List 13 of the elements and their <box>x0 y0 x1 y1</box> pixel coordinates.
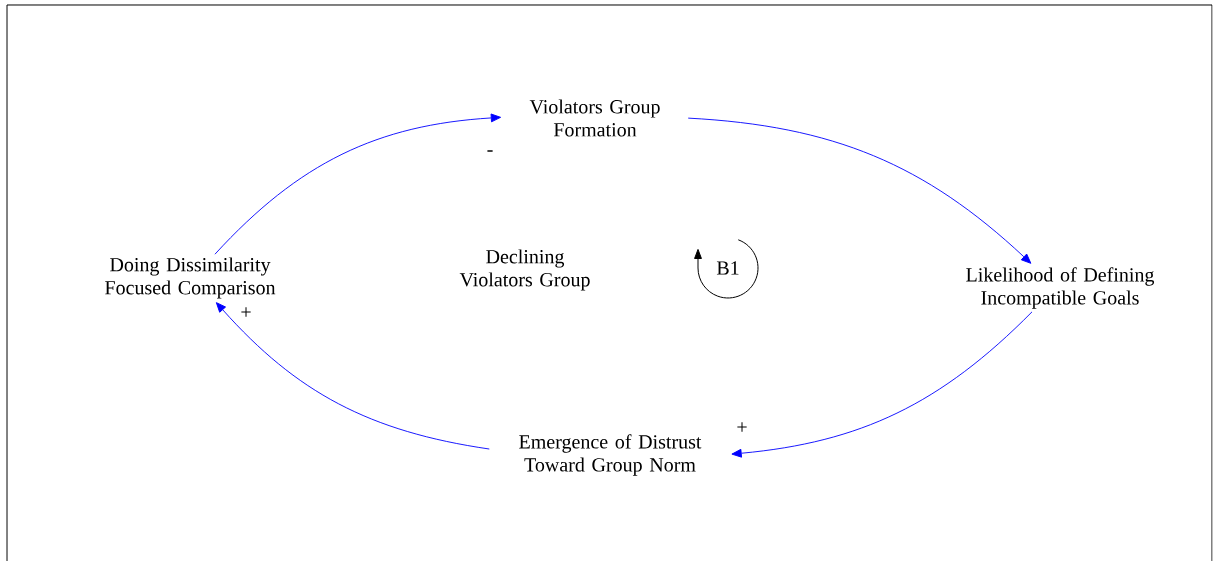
variable-label: Emergence of Distrust Toward Group Norm <box>519 434 702 476</box>
polarity-sign: + <box>735 421 749 435</box>
arrow <box>731 311 1033 458</box>
arrow <box>687 117 1032 264</box>
variable-label: Doing Dissimilarity Focused Comparison <box>105 257 276 299</box>
arrow <box>215 302 490 450</box>
arrow <box>214 113 502 255</box>
variable-label: Violators Group Formation <box>529 99 660 137</box>
polarity-sign: - <box>485 149 495 157</box>
note-text: Declining Violators Group <box>459 249 590 291</box>
loop-label: B1 <box>716 261 739 275</box>
variable-label: Likelihood of Defining Incompatible Goals <box>966 267 1155 309</box>
polarity-sign: + <box>239 306 253 320</box>
